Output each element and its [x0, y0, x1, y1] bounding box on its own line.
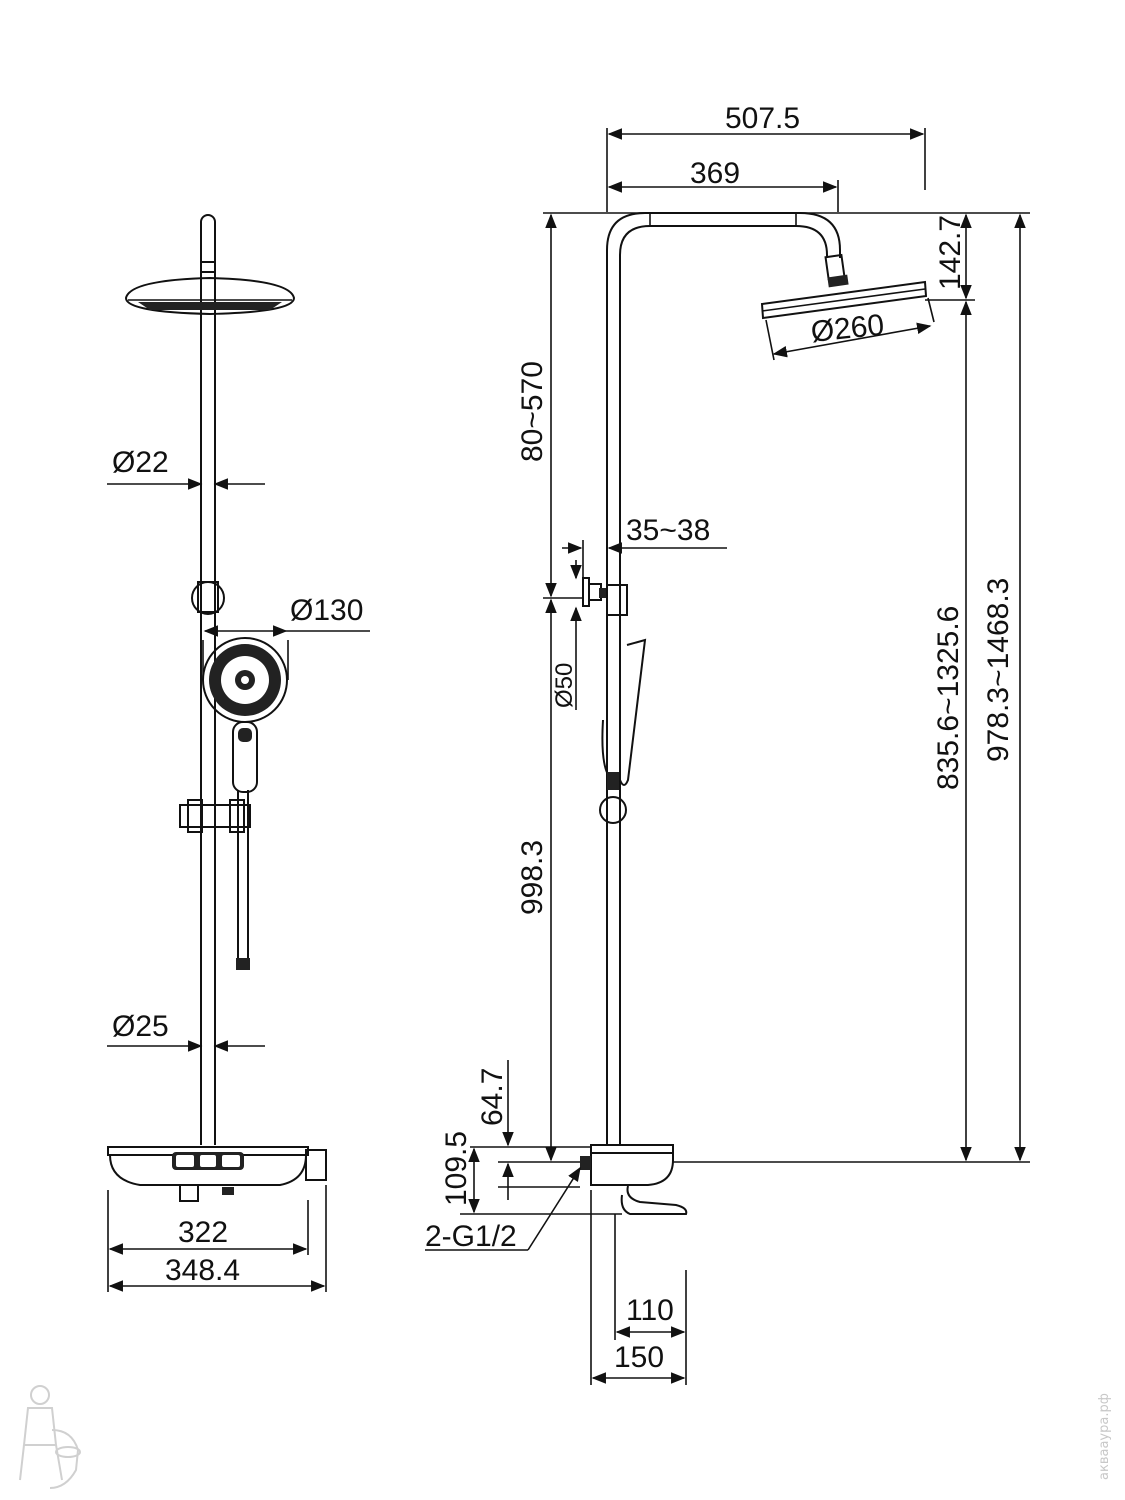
- dim-inlet-thread: 2-G1/2: [425, 1220, 517, 1253]
- dim-head-drop: 142.7: [934, 215, 967, 290]
- side-view: 507.5 369 142.7 Ø260 835.6~1325.6 978.3~…: [425, 102, 1030, 1385]
- dim-total-height: 978.3~1468.3: [982, 578, 1015, 762]
- dim-head-diameter: Ø260: [809, 308, 885, 348]
- dim-adjust-range: 80~570: [516, 361, 549, 462]
- watermark: аквааура.рф: [1097, 1393, 1112, 1480]
- dim-depth-spout: 110: [626, 1294, 674, 1327]
- dim-wall-offset: 35~38: [626, 514, 710, 547]
- dim-bracket-diameter: Ø50: [551, 663, 578, 708]
- dim-mixer-height: 109.5: [440, 1131, 473, 1206]
- dim-pipe-lower: Ø25: [112, 1010, 169, 1043]
- front-view: Ø22 Ø25 Ø130 322 348.4: [107, 214, 370, 1292]
- thermostat-side-icon: [580, 1144, 688, 1215]
- dim-arm-length: 369: [690, 157, 740, 190]
- dim-hand-shower: Ø130: [290, 594, 363, 627]
- thermostat-shelf-icon: [107, 1146, 327, 1202]
- overhead-shower-side-icon: [760, 280, 928, 320]
- dim-overall-width: 348.4: [165, 1254, 240, 1287]
- dim-inlet-height: 64.7: [476, 1068, 509, 1126]
- dim-pipe-upper: Ø22: [112, 446, 169, 479]
- plumber-logo-icon: [19, 1385, 81, 1489]
- dim-depth-total: 150: [614, 1341, 664, 1374]
- dim-bracket-height: 998.3: [516, 840, 549, 915]
- dim-shelf-width: 322: [178, 1216, 228, 1249]
- dim-total-width: 507.5: [725, 102, 800, 135]
- overhead-shower-icon: [124, 276, 296, 316]
- dim-head-height: 835.6~1325.6: [932, 606, 965, 790]
- hand-shower-icon: [202, 637, 288, 793]
- wall-bracket-icon: [582, 577, 628, 616]
- slide-bracket-icon: [191, 581, 225, 615]
- hand-shower-side-icon: [599, 638, 647, 824]
